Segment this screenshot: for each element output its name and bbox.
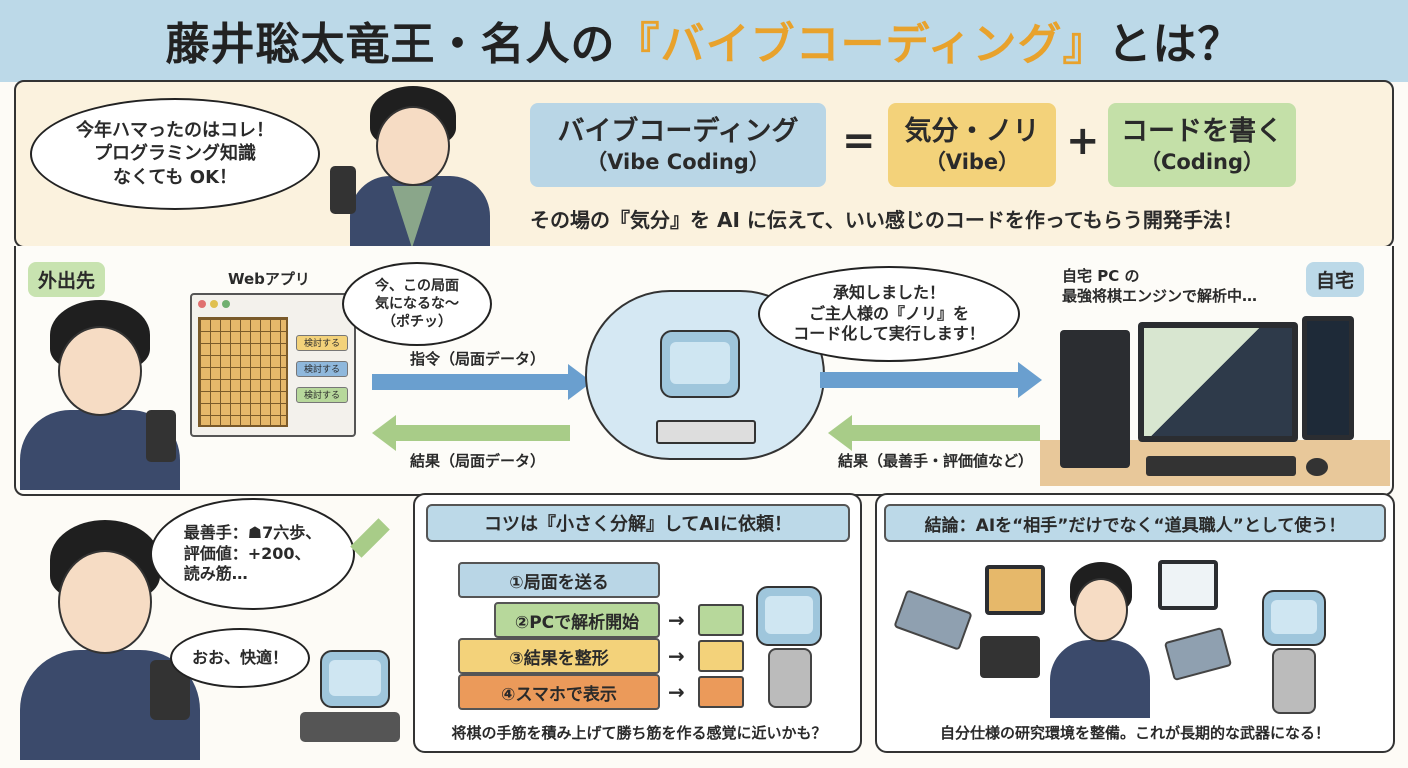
keyboard-icon bbox=[1146, 456, 1296, 476]
lego-block-green bbox=[698, 604, 744, 636]
speech-bubble-ai: 承知しました！ ご主人様の『ノリ』を コード化して実行します！ bbox=[758, 266, 1020, 362]
term-coding: コードを書く （Coding） bbox=[1108, 103, 1296, 187]
smartphone-icon bbox=[146, 410, 176, 462]
pc-tower-icon bbox=[1060, 330, 1130, 468]
window-close-dot bbox=[198, 300, 206, 308]
lego-block-orange bbox=[698, 676, 744, 708]
robot-body bbox=[768, 648, 812, 708]
title-highlight: 『バイブコーディング』 bbox=[615, 19, 1108, 70]
speech-bubble-result: 最善手：☗7六歩、 評価値：+200、 読み筋… bbox=[150, 498, 355, 610]
review-button-1[interactable]: 検討する bbox=[296, 335, 348, 351]
term1-main: バイブコーディング bbox=[557, 116, 799, 147]
review-button-3[interactable]: 検討する bbox=[296, 387, 348, 403]
plus-sign: + bbox=[1066, 118, 1100, 164]
happy-robot-icon bbox=[320, 650, 390, 708]
mouse-icon bbox=[1306, 458, 1328, 476]
kimono bbox=[1050, 640, 1150, 718]
term2-sub: （Vibe） bbox=[924, 149, 1020, 174]
conclusion-caption: 自分仕様の研究環境を整備。これが長期的な武器になる！ bbox=[939, 724, 1330, 742]
step-1: ①局面を送る bbox=[458, 562, 660, 598]
robot-face bbox=[1271, 600, 1317, 634]
window-min-dot bbox=[210, 300, 218, 308]
speech-bubble-reaction: おお、快適！ bbox=[170, 628, 310, 688]
tips-caption: 将棋の手筋を積み上げて勝ち筋を作る感覚に近いかも？ bbox=[451, 724, 827, 742]
shogi-board bbox=[198, 317, 288, 427]
result-arrow-left bbox=[372, 415, 570, 451]
arrow-icon: → bbox=[668, 644, 685, 668]
monitor-icon bbox=[1138, 322, 1298, 442]
robot-face bbox=[670, 342, 730, 384]
command-arrow bbox=[372, 364, 592, 400]
window-max-dot bbox=[222, 300, 230, 308]
result-arrow-right bbox=[828, 415, 1040, 451]
robot-face bbox=[765, 596, 813, 634]
title-prefix: 藤井聡太竜王・名人の bbox=[165, 19, 616, 70]
robot-body bbox=[1272, 648, 1316, 714]
down-arrow-icon bbox=[350, 518, 390, 558]
smartphone-icon bbox=[330, 166, 356, 214]
command-label: 指令（局面データ） bbox=[410, 350, 546, 368]
title-banner bbox=[0, 0, 1408, 82]
title-suffix: とは？ bbox=[1107, 19, 1243, 70]
side-monitor-icon bbox=[1302, 316, 1354, 440]
laptop-icon bbox=[980, 636, 1040, 678]
code-screen bbox=[1307, 321, 1349, 435]
keyboard-icon bbox=[656, 420, 756, 444]
result-label-left: 結果（局面データ） bbox=[410, 452, 546, 470]
step-4: ④スマホで表示 bbox=[458, 674, 660, 710]
fujii-face bbox=[1074, 578, 1128, 642]
tag-outside: 外出先 bbox=[28, 262, 106, 297]
term3-main: コードを書く bbox=[1121, 116, 1283, 147]
speech-bubble-intro: 今年ハマったのはコレ！ プログラミング知識 なくても OK！ bbox=[30, 98, 320, 210]
ai-robot-icon bbox=[660, 330, 740, 398]
webapp-window: 検討する 検討する 検討する bbox=[190, 293, 356, 437]
term-vibe-coding: バイブコーディング （Vibe Coding） bbox=[530, 103, 826, 187]
craftsman-robot-icon bbox=[1262, 590, 1326, 646]
definition-text: その場の『気分』を AI に伝えて、いい感じのコードを作ってもらう開発手法！ bbox=[530, 208, 1243, 232]
chart-screen bbox=[1162, 564, 1214, 606]
equals-sign: = bbox=[842, 118, 876, 164]
pc-label: 自宅 PC の 最強将棋エンジンで解析中… bbox=[1062, 267, 1258, 306]
term3-sub: （Coding） bbox=[1139, 149, 1265, 174]
webapp-label: Webアプリ bbox=[228, 270, 310, 288]
tips-title: コツは『小さく分解』してAIに依頼！ bbox=[426, 504, 850, 542]
face bbox=[58, 550, 152, 654]
conclusion-title: 結論：AIを“相手”だけでなく“道具職人”として使う！ bbox=[884, 504, 1386, 542]
term-vibe: 気分・ノリ （Vibe） bbox=[888, 103, 1056, 187]
term2-main: 気分・ノリ bbox=[904, 116, 1040, 147]
lego-block-yellow bbox=[698, 640, 744, 672]
step-3: ③結果を整形 bbox=[458, 638, 660, 674]
fujii-illustration-top bbox=[330, 86, 500, 248]
analysis-screen bbox=[1144, 328, 1292, 436]
step-2: ②PCで解析開始 bbox=[494, 602, 660, 638]
arrow-icon: → bbox=[668, 608, 685, 632]
result-label-right: 結果（最善手・評価値など） bbox=[838, 452, 1034, 470]
term1-sub: （Vibe Coding） bbox=[586, 149, 770, 174]
arrow-icon: → bbox=[668, 680, 685, 704]
monitor-icon bbox=[985, 565, 1045, 615]
builder-robot-icon bbox=[756, 586, 822, 646]
shogi-screen bbox=[989, 569, 1041, 611]
request-arrow-right bbox=[820, 362, 1042, 398]
fujii-illustration-bottom bbox=[10, 510, 210, 760]
robot-face bbox=[329, 660, 381, 696]
review-button-2[interactable]: 検討する bbox=[296, 361, 348, 377]
speech-bubble-user: 今、この局面 気になるな〜 （ポチッ） bbox=[342, 262, 492, 346]
tag-home: 自宅 bbox=[1306, 262, 1365, 297]
face bbox=[58, 326, 142, 416]
face bbox=[376, 106, 450, 186]
chart-monitor-icon bbox=[1158, 560, 1218, 610]
page-title: 藤井聡太竜王・名人の『バイブコーディング』とは？ bbox=[0, 8, 1408, 72]
fujii-illustration-outside bbox=[10, 300, 190, 490]
tablet-icon bbox=[300, 712, 400, 742]
